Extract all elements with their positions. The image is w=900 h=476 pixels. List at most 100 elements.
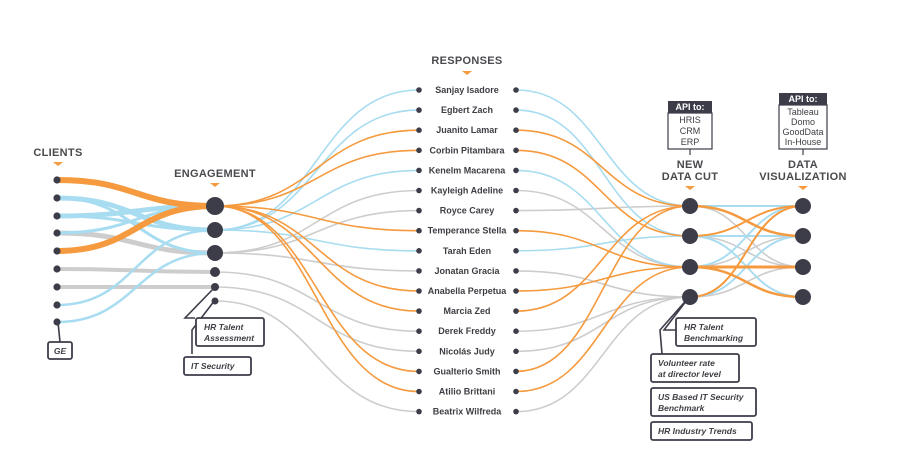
flow-link: [214, 252, 420, 272]
flow-link: [515, 235, 691, 252]
flow-link: [55, 251, 217, 324]
response-node-left: [416, 268, 422, 274]
flow-link: [515, 296, 691, 353]
response-node-left: [416, 368, 422, 375]
engagement-node: [211, 283, 219, 291]
flow-link: [214, 286, 420, 353]
responses-header: RESPONSES: [431, 55, 502, 67]
api-title: API to:: [676, 102, 705, 112]
client-node: [53, 247, 61, 255]
response-node-right: [513, 207, 519, 214]
flow-link: [515, 109, 691, 237]
tag-hr-talent-benchmarking: HR Talent Benchmarking: [675, 317, 757, 347]
tag-label: Benchmark: [658, 403, 706, 413]
flow-link: [55, 267, 217, 274]
response-node-right: [513, 288, 519, 294]
tag-hr-talent-assessment: HR Talent Assessment: [195, 317, 265, 347]
flow-link: [515, 205, 691, 212]
flow-link: [55, 228, 217, 307]
tag-label: Volunteer rate: [658, 358, 715, 368]
tag-hr-industry-trends: HR Industry Trends: [650, 421, 753, 441]
response-node-left: [416, 248, 422, 254]
tag-label: HR Industry Trends: [658, 426, 737, 436]
response-label: Juanito Lamar: [436, 125, 498, 135]
tag-label: Assessment: [203, 333, 255, 343]
clients-caret: [53, 162, 63, 166]
api-box-visualization: API to: Tableau Domo GoodData In-House: [778, 93, 828, 155]
response-node-left: [416, 328, 422, 335]
response-label: Egbert Zach: [441, 105, 493, 115]
flow-link: [214, 300, 420, 413]
response-node-left: [416, 167, 422, 174]
response-node-right: [513, 107, 519, 113]
flow-link: [214, 205, 420, 292]
flow-link: [214, 109, 420, 231]
tag-label: US Based IT Security: [658, 392, 745, 402]
response-label: Beatrix Wilfreda: [433, 407, 502, 417]
response-node-left: [416, 288, 422, 294]
data-visualization-header-line1: DATA: [788, 159, 818, 171]
engagement-node: [207, 222, 223, 238]
flow-link: [688, 265, 805, 299]
api-item: In-House: [785, 137, 822, 147]
client-node: [53, 283, 61, 291]
engagement-caret: [210, 183, 220, 187]
client-node: [53, 265, 61, 273]
client-node: [53, 176, 61, 184]
data-cut-node: [682, 289, 698, 305]
tag-label: HR Talent: [204, 322, 245, 332]
visualization-node: [795, 198, 811, 214]
flow-link: [515, 270, 691, 298]
response-node-left: [416, 127, 422, 133]
tag-label: IT Security: [191, 361, 236, 371]
flow-link: [54, 203, 218, 254]
tag-ge-label: GE: [54, 346, 67, 356]
response-node-left: [416, 107, 422, 113]
response-node-left: [416, 408, 422, 415]
response-node-left: [416, 187, 422, 194]
flow-link: [214, 229, 420, 252]
new-data-cut-header-line2: DATA CUT: [662, 171, 719, 183]
data-visualization-header-line2: VISUALIZATION: [759, 171, 846, 183]
response-node-right: [513, 127, 519, 133]
flow-link: [214, 189, 420, 254]
data-cut-node: [682, 198, 698, 214]
flow-link: [515, 89, 691, 207]
tag-volunteer-rate: Volunteer rate at director level: [650, 353, 740, 383]
response-node-left: [416, 227, 422, 234]
engagement-node: [210, 267, 220, 277]
tag-it-security: IT Security: [183, 356, 252, 376]
response-label: Tarah Eden: [443, 246, 491, 256]
flow-link: [515, 266, 691, 393]
response-node-right: [513, 227, 519, 234]
response-label: Marcia Zed: [443, 306, 490, 316]
data-cut-node: [682, 259, 698, 275]
flow-link: [214, 149, 420, 207]
tag-label: Benchmarking: [684, 333, 744, 343]
client-node: [53, 194, 61, 202]
flow-link: [515, 205, 691, 312]
flow-link: [689, 205, 804, 298]
engagement-node: [207, 245, 223, 261]
flow-link: [214, 271, 420, 332]
nodes: [53, 87, 811, 415]
response-node-right: [513, 348, 519, 355]
new-data-cut-header-line1: NEW: [677, 159, 704, 171]
response-label: Kenelm Macarena: [429, 165, 507, 175]
api-item: HRIS: [679, 115, 701, 125]
response-label: Kayleigh Adeline: [431, 186, 503, 196]
response-node-right: [513, 187, 519, 194]
response-label: Atilio Brittani: [439, 387, 496, 397]
client-node: [53, 212, 61, 220]
response-node-right: [513, 167, 519, 174]
response-node-right: [513, 408, 519, 415]
tag-label: HR Talent: [684, 322, 725, 332]
flow-link: [214, 205, 420, 393]
response-label: Temperance Stella: [428, 226, 508, 236]
flow-link: [689, 205, 804, 237]
response-label: Anabella Perpetua: [428, 286, 508, 296]
flow-link: [515, 229, 691, 268]
tag-ge: GE: [47, 341, 73, 360]
api-title: API to:: [789, 94, 818, 104]
